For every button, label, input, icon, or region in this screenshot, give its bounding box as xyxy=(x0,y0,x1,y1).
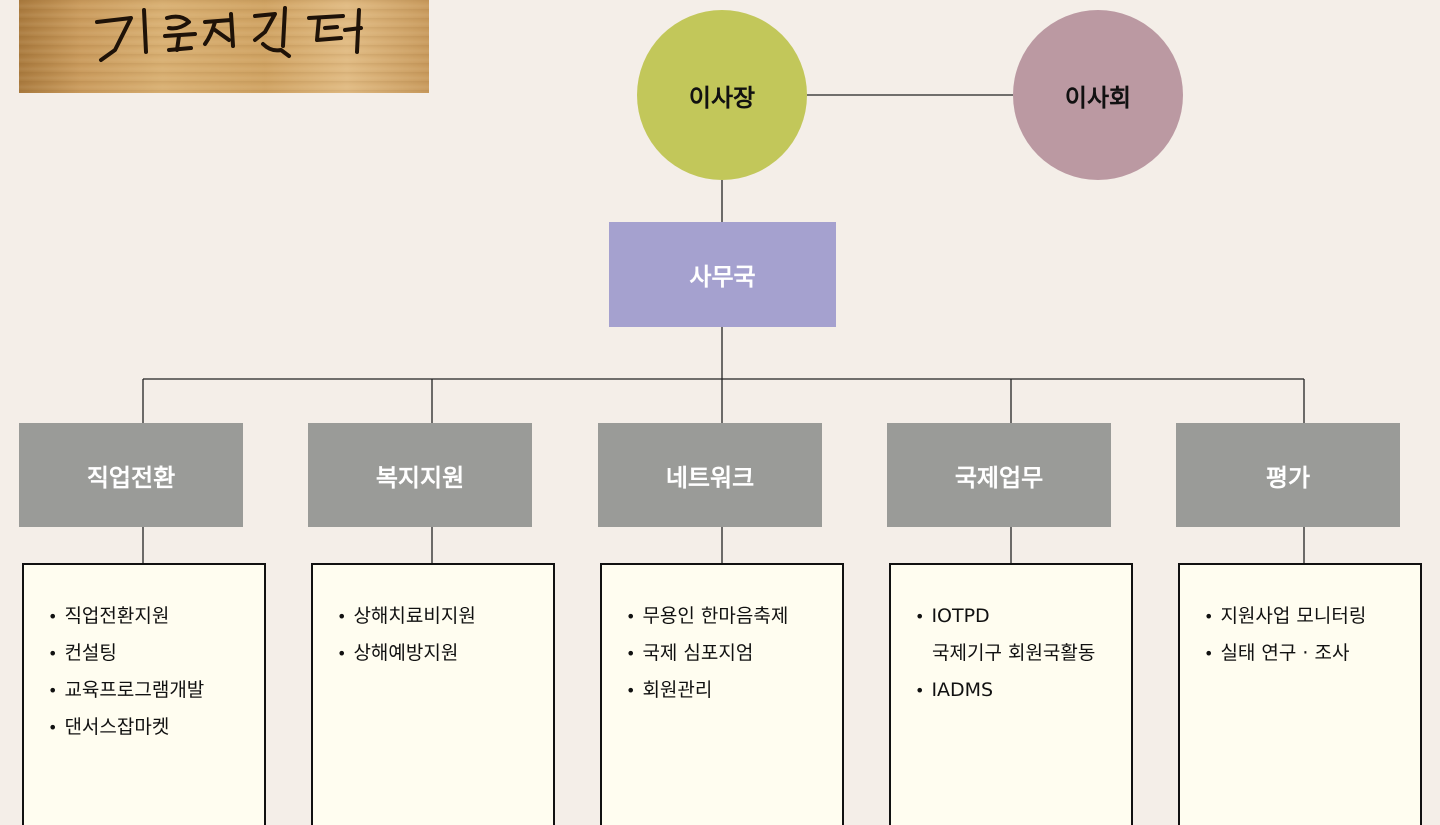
card-international-affairs: IOTPD 국제기구 회원국활동 IADMS xyxy=(889,563,1133,825)
list-item: 실태 연구 · 조사 xyxy=(1204,635,1420,672)
list-item: 상해예방지원 xyxy=(337,635,553,672)
list-item: 댄서스잡마켓 xyxy=(48,709,264,746)
dept-international-affairs: 국제업무 xyxy=(887,423,1111,527)
list-item: 상해치료비지원 xyxy=(337,598,553,635)
dept-career-transition: 직업전환 xyxy=(19,423,243,527)
list-item: IOTPD xyxy=(915,598,1131,635)
list-item: 직업전환지원 xyxy=(48,598,264,635)
list-item: 컨설팅 xyxy=(48,635,264,672)
dept-network: 네트워크 xyxy=(598,423,822,527)
card-career-transition: 직업전환지원 컨설팅 교육프로그램개발 댄서스잡마켓 xyxy=(22,563,266,825)
logo-signboard xyxy=(19,0,429,93)
card-network: 무용인 한마음축제 국제 심포지엄 회원관리 xyxy=(600,563,844,825)
calligraphy-logo-graphic xyxy=(95,6,363,62)
card-evaluation: 지원사업 모니터링 실태 연구 · 조사 xyxy=(1178,563,1422,825)
list-item: 국제 심포지엄 xyxy=(626,635,842,672)
dept-welfare-support: 복지지원 xyxy=(308,423,532,527)
secretariat-node: 사무국 xyxy=(609,222,836,327)
list-item: IADMS xyxy=(915,672,1131,709)
board-node: 이사회 xyxy=(1013,10,1183,180)
chairman-node: 이사장 xyxy=(637,10,807,180)
card-welfare-support: 상해치료비지원 상해예방지원 xyxy=(311,563,555,825)
list-item: 지원사업 모니터링 xyxy=(1204,598,1420,635)
dept-evaluation: 평가 xyxy=(1176,423,1400,527)
list-item: 회원관리 xyxy=(626,672,842,709)
list-item: 교육프로그램개발 xyxy=(48,672,264,709)
list-item: 무용인 한마음축제 xyxy=(626,598,842,635)
list-item-continuation: 국제기구 회원국활동 xyxy=(932,642,1096,664)
